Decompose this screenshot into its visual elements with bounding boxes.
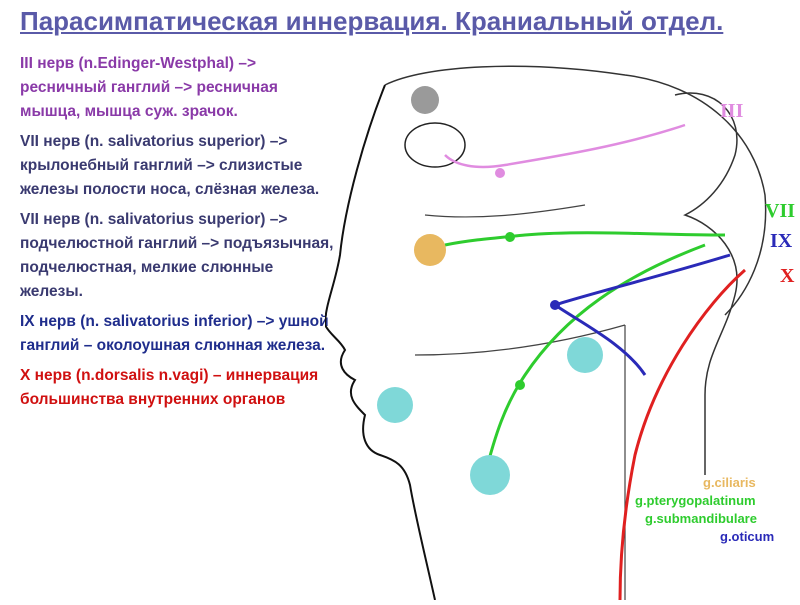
lacrimal-gland bbox=[411, 86, 439, 114]
label-ix: IX bbox=[770, 230, 793, 252]
label-vii: VII bbox=[765, 200, 796, 222]
otic-ganglion bbox=[550, 300, 560, 310]
nasal-cavity bbox=[424, 204, 586, 218]
nerve-vii-submandibular-path bbox=[483, 243, 706, 476]
label-x: X bbox=[780, 265, 795, 287]
description-text: III нерв (n.Edinger-Westphal) –> ресничн… bbox=[20, 52, 338, 418]
head-outline bbox=[323, 84, 436, 601]
paragraph-ix: IX нерв (n. salivatorius inferior) –> уш… bbox=[20, 313, 329, 354]
legend-ciliaris: g.ciliaris bbox=[703, 475, 756, 490]
ciliary-ganglion bbox=[495, 168, 505, 178]
submandibular-gland bbox=[470, 455, 510, 495]
eye bbox=[404, 122, 466, 168]
nasal-mucous-gland bbox=[414, 234, 446, 266]
legend-oticum: g.oticum bbox=[720, 529, 775, 544]
legend-submandibulare: g.submandibulare bbox=[645, 511, 757, 526]
pterygopalatine-ganglion bbox=[505, 232, 515, 242]
paragraph-vii-submandibular: VII нерв (n. salivatorius superior) –> п… bbox=[20, 211, 334, 300]
sublingual-gland bbox=[377, 387, 413, 423]
diagram-svg bbox=[323, 65, 767, 601]
label-iii: III bbox=[720, 100, 744, 122]
parotid-gland bbox=[567, 337, 603, 373]
paragraph-vii-pterygopalatine: VII нерв (n. salivatorius superior) –> к… bbox=[20, 133, 320, 198]
nerve-iii-path bbox=[444, 123, 686, 169]
paragraph-x: X нерв (n.dorsalis n.vagi) – иннервация … bbox=[20, 367, 319, 408]
submandibular-ganglion bbox=[515, 380, 525, 390]
head-innervation-diagram: III VII IX X g.ciliaris g.pterygopalatin… bbox=[323, 55, 800, 601]
skull-outline bbox=[384, 65, 767, 316]
paragraph-iii: III нерв (n.Edinger-Westphal) –> ресничн… bbox=[20, 55, 278, 120]
page-title: Парасимпатическая иннервация. Краниальны… bbox=[20, 6, 724, 36]
nerve-x-path bbox=[618, 268, 746, 601]
nerve-vii-path bbox=[444, 231, 726, 247]
legend-pterygopalatinum: g.pterygopalatinum bbox=[635, 493, 756, 508]
brainstem-outline bbox=[674, 92, 738, 475]
